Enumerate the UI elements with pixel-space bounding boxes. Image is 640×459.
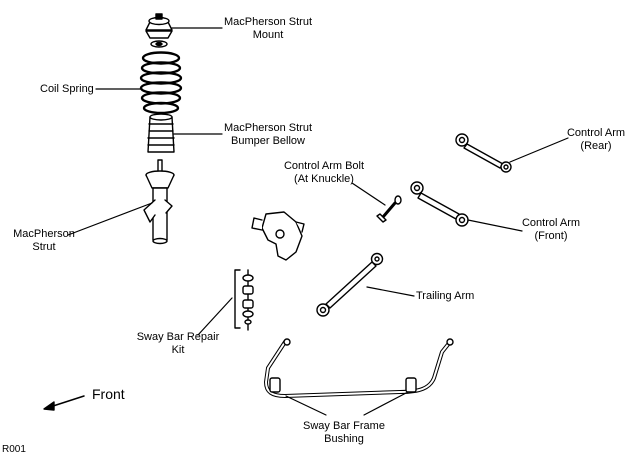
label-sway-bar-bushing-line2: Bushing bbox=[324, 433, 364, 445]
knuckle-part bbox=[251, 211, 305, 261]
figure-code-text: R001 bbox=[2, 444, 26, 455]
label-strut-line2: Strut bbox=[32, 241, 56, 253]
label-coil-spring: Coil Spring bbox=[40, 83, 94, 96]
label-bumper-bellow-line2: Bumper Bellow bbox=[231, 135, 305, 147]
bumper-bellow-part bbox=[147, 113, 175, 153]
trailing-arm-part bbox=[316, 252, 384, 317]
label-control-arm-bolt-line2: (At Knuckle) bbox=[294, 173, 354, 185]
label-strut: MacPherson Strut bbox=[10, 228, 78, 254]
label-sway-bar-repair-kit: Sway Bar Repair Kit bbox=[134, 331, 222, 357]
sway-bar-repair-kit-part bbox=[234, 269, 254, 331]
label-sway-bar-bushing-line1: Sway Bar Frame bbox=[303, 420, 385, 432]
sway-bar-part bbox=[264, 338, 454, 398]
label-sway-bar-bushing: Sway Bar Frame Bushing bbox=[298, 420, 390, 446]
label-strut-mount-line1: MacPherson Strut bbox=[223, 16, 313, 28]
label-sway-bar-repair-kit-line2: Kit bbox=[171, 344, 185, 356]
label-control-arm-front-line2: (Front) bbox=[534, 230, 568, 242]
control-arm-rear-part bbox=[455, 133, 512, 173]
label-trailing-arm: Trailing Arm bbox=[416, 290, 474, 303]
label-control-arm-front: Control Arm (Front) bbox=[517, 217, 585, 243]
label-bumper-bellow: MacPherson Strut Bumper Bellow bbox=[222, 122, 314, 148]
label-control-arm-bolt: Control Arm Bolt (At Knuckle) bbox=[278, 160, 370, 186]
strut-mount-part bbox=[145, 13, 173, 48]
strut-part bbox=[143, 159, 175, 245]
label-front-text: Front bbox=[92, 386, 125, 402]
label-control-arm-front-line1: Control Arm bbox=[521, 217, 581, 229]
leader-lines bbox=[67, 27, 569, 416]
label-trailing-arm-text: Trailing Arm bbox=[416, 290, 475, 302]
label-strut-mount-line2: Mount bbox=[252, 29, 284, 41]
label-coil-spring-text: Coil Spring bbox=[40, 83, 94, 95]
coil-spring-part bbox=[139, 51, 183, 115]
control-arm-bolt-part bbox=[376, 195, 402, 223]
label-control-arm-bolt-line1: Control Arm Bolt bbox=[283, 160, 365, 172]
label-control-arm-rear-line1: Control Arm bbox=[566, 127, 626, 139]
control-arm-front-part bbox=[410, 181, 469, 227]
label-strut-mount: MacPherson Strut Mount bbox=[222, 16, 314, 42]
front-arrow-icon bbox=[43, 395, 85, 411]
label-front: Front bbox=[92, 386, 125, 402]
label-control-arm-rear-line2: (Rear) bbox=[580, 140, 612, 152]
label-control-arm-rear: Control Arm (Rear) bbox=[562, 127, 630, 153]
label-bumper-bellow-line1: MacPherson Strut bbox=[223, 122, 313, 134]
label-sway-bar-repair-kit-line1: Sway Bar Repair bbox=[136, 331, 220, 343]
figure-code: R001 bbox=[2, 443, 26, 456]
label-strut-line1: MacPherson bbox=[13, 228, 75, 240]
